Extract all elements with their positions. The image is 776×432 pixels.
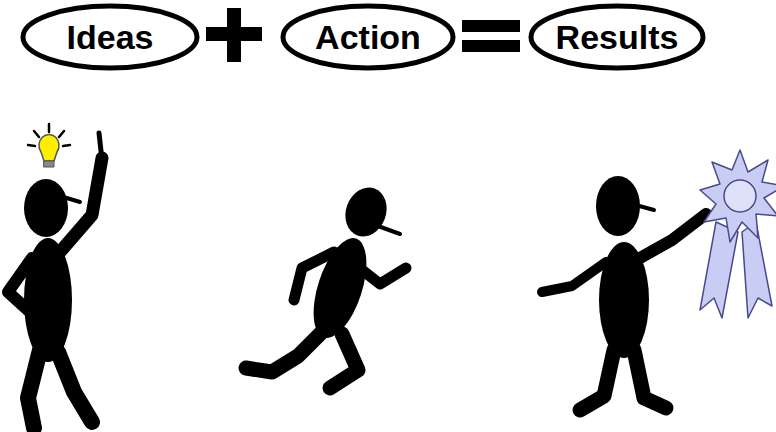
equals-bar	[462, 20, 520, 32]
bulb-ray	[34, 131, 39, 137]
arm	[352, 262, 406, 284]
rosette-center	[724, 180, 756, 212]
leg	[28, 350, 40, 428]
ribbon-rosette	[700, 150, 776, 242]
arm	[8, 258, 32, 312]
equals-bar	[462, 40, 520, 52]
bulb-ray	[48, 124, 51, 132]
cap-brim	[632, 204, 654, 210]
arm	[640, 214, 706, 258]
oval-box: Ideas	[20, 3, 200, 71]
oval-shape	[283, 6, 453, 68]
arm	[294, 252, 334, 300]
award-ribbon	[700, 150, 776, 318]
cap-brim	[60, 196, 80, 202]
equals-symbol	[462, 20, 520, 52]
arm	[542, 262, 606, 292]
leg	[330, 334, 358, 388]
leg	[634, 350, 666, 408]
arm	[60, 158, 102, 252]
plus-bar	[227, 8, 241, 62]
leg	[580, 350, 614, 410]
plus-symbol	[206, 8, 262, 62]
runner-figure	[246, 182, 406, 388]
bulb-ray	[63, 145, 70, 146]
node-label: Ideas	[67, 18, 154, 57]
bulb-ray	[28, 145, 35, 146]
oval-box: Action	[280, 3, 456, 71]
cap-brim	[378, 226, 400, 234]
leg	[58, 352, 92, 422]
node-label: Action	[315, 18, 421, 57]
bulb-ray	[59, 131, 64, 137]
oval-box: Results	[528, 3, 706, 71]
winner-figure	[542, 176, 706, 410]
node-label: Results	[556, 18, 679, 57]
head	[339, 182, 394, 243]
finger	[99, 133, 102, 160]
thinker-figure	[8, 124, 102, 428]
light-bulb	[28, 124, 70, 167]
head	[24, 179, 68, 237]
oval-shape	[23, 6, 197, 68]
oval-shape	[531, 6, 703, 68]
bulb-base	[44, 161, 54, 167]
bulb-glass	[39, 134, 59, 161]
leg	[246, 328, 326, 372]
